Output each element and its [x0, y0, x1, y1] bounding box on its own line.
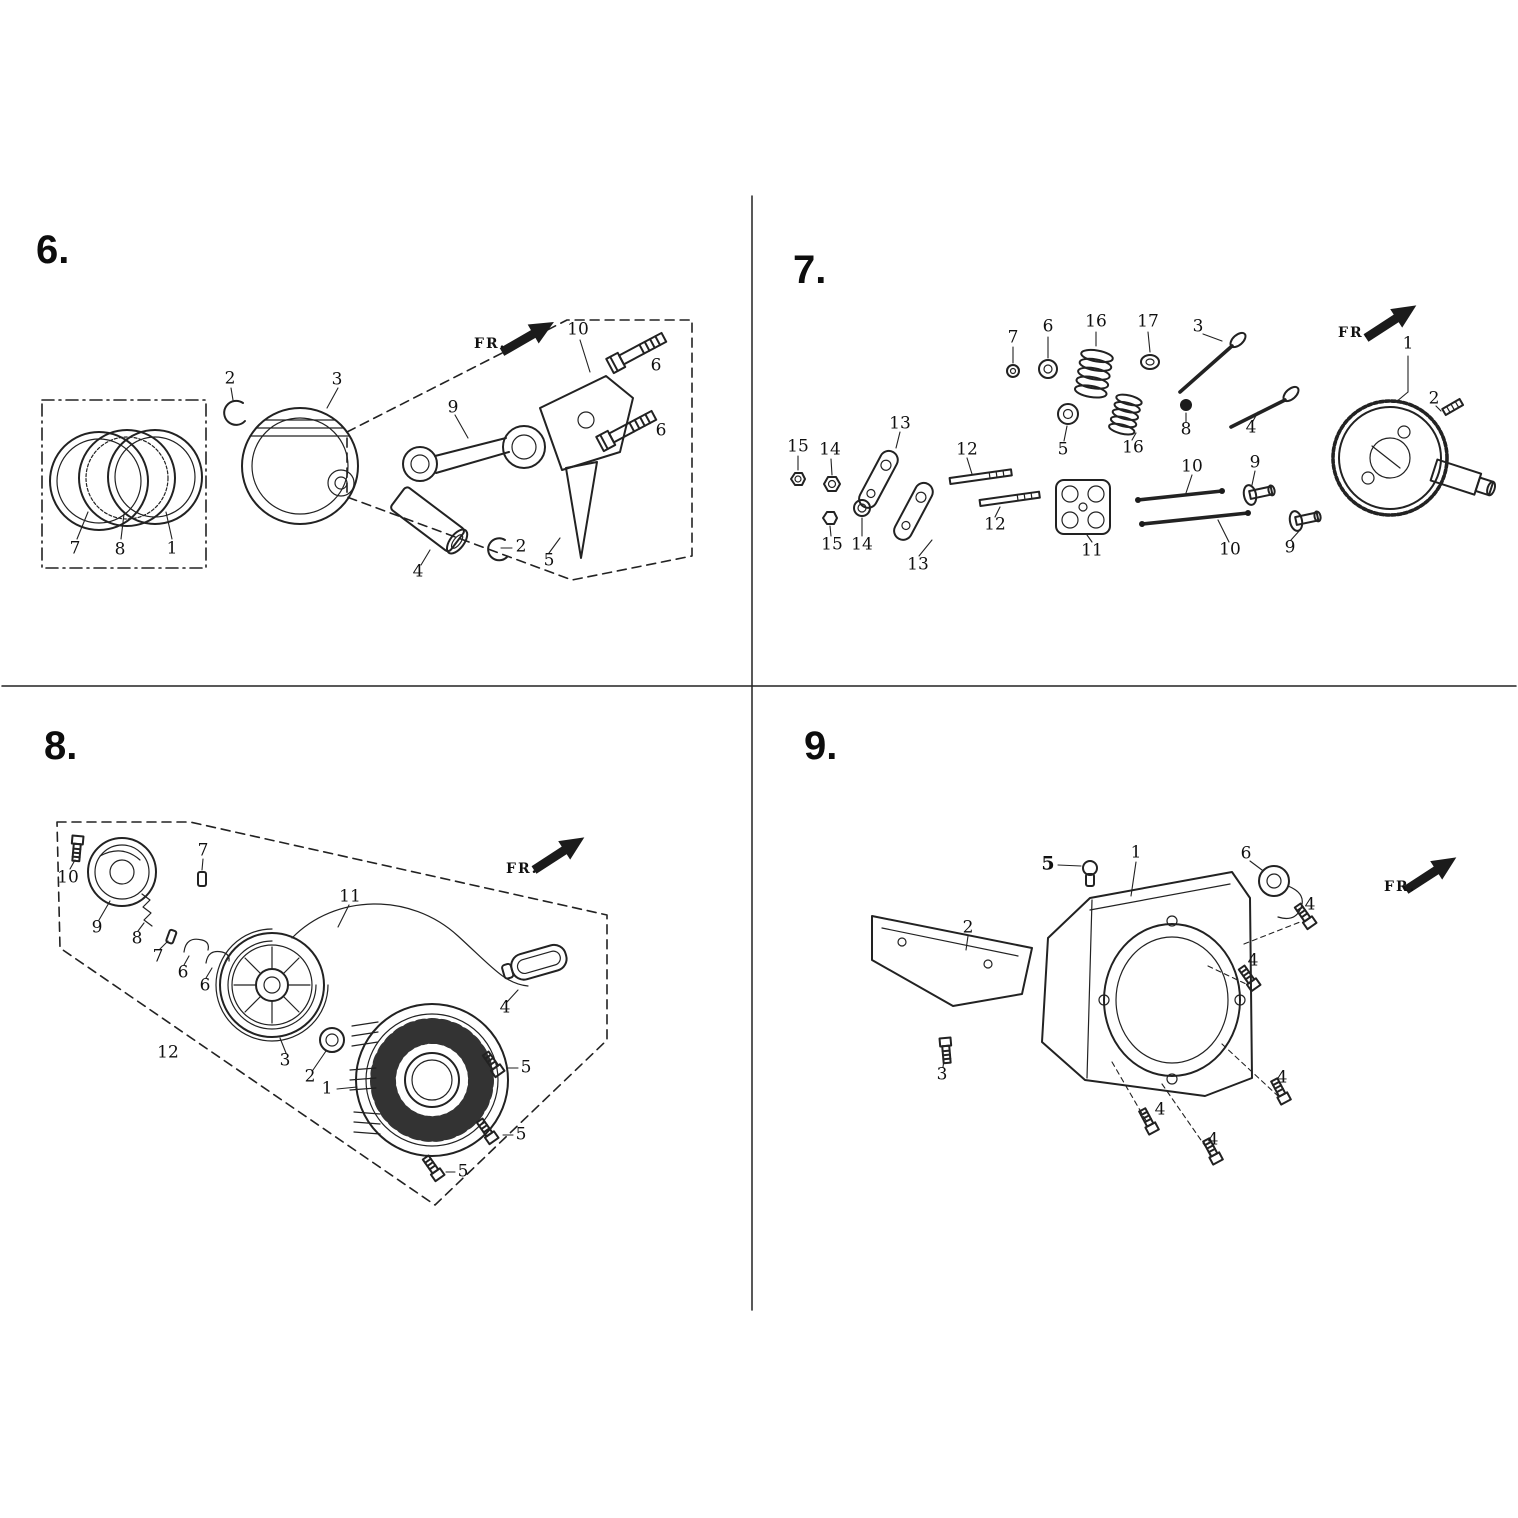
piston-pin-group [390, 486, 561, 566]
starter-rope-handle-group [291, 903, 568, 1183]
rocker-arm-group [790, 431, 1041, 557]
piston-group [223, 387, 359, 525]
starter-housing-group [349, 1003, 509, 1157]
fr-direction-arrow [1400, 848, 1463, 900]
fr-direction-arrow [496, 312, 560, 362]
piston-rings-group [41, 399, 207, 569]
quadrant-dividers [1, 195, 1517, 1311]
rod-bolts-group [595, 329, 669, 453]
fr-direction-arrow [528, 828, 591, 880]
fan-cover-group [1041, 861, 1253, 1097]
recoil-starter-small-parts-group [69, 834, 230, 979]
connecting-rod-group [402, 339, 634, 559]
starter-reel-group [215, 904, 358, 1090]
cover-fasteners-group [938, 860, 1318, 1166]
starter-assembly-boundary [56, 821, 608, 1206]
lower-shroud-group [871, 915, 1033, 1007]
valve-parts-group [1006, 331, 1300, 442]
camshaft-group [1331, 355, 1497, 517]
pushrod-group [1055, 470, 1322, 543]
piston-assembly-boundary [346, 319, 693, 581]
fr-direction-arrow [1360, 296, 1423, 348]
